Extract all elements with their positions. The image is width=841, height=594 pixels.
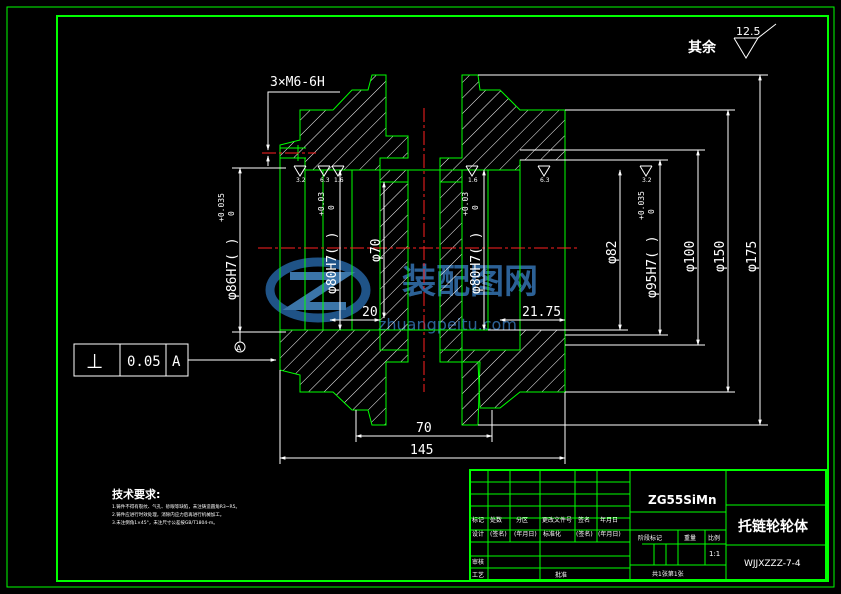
surface-roughness-value: 12.5 [736,25,761,38]
scale-value: 1:1 [709,550,720,558]
standardize-label: 标准化 [543,530,561,538]
tolerance-datum: A [172,354,181,370]
standardize-date: (年月日) [598,530,621,538]
outer-frame [6,6,835,588]
dimension-lines [188,74,768,464]
tech-req-line-3: 3.未注倒角1×45°，未注尺寸公差按GB/T1804-m。 [112,519,218,526]
approve-label: 批准 [555,571,567,579]
dim-d100: φ100 [683,241,698,272]
tolerance-value: 0.05 [127,354,161,370]
stage-mark-label: 阶段标记 [638,534,662,542]
watermark-text: 装配图网 [402,262,538,302]
col-mark: 标记 [472,516,484,524]
sheet-info: 共1张第1张 [652,570,684,578]
inner-frame [56,15,829,582]
design-label: 设计 [472,530,484,538]
datum-a-marker: A [234,341,246,353]
dim-d80-left-tol-lower: 0 [327,205,336,210]
design-sign: (签名) [490,530,507,538]
scale-label: 比例 [708,534,720,542]
dim-d95-tol-lower: 0 [647,209,656,214]
dim-d86-tol-lower: 0 [227,211,236,216]
dim-len-145: 145 [410,443,433,458]
dim-len-70: 70 [416,421,432,436]
review-label: 审核 [472,558,484,566]
dim-d82: φ82 [605,241,620,264]
roughness-2: 6.3 [320,177,330,184]
tech-req-line-1: 1.铸件不得有裂纹、气孔、砂眼等缺陷，未注铸造圆角R3~R5。 [112,503,240,510]
col-sign: 签名 [578,516,590,524]
drawing-number: WJJXZZZ-7-4 [744,559,801,569]
title-block-texts: ZG55SiMn 托链轮轮体 WJJXZZZ-7-4 标记 处数 分区 更改文件… [472,493,809,579]
roughness-marks [293,165,653,177]
title-block [469,469,827,581]
weight-label: 重量 [684,534,696,542]
surface-note-label: 其余 [688,39,717,56]
col-date: 年月日 [600,516,618,524]
roughness-5: 6.3 [540,177,550,184]
dim-len-20: 20 [362,305,378,320]
watermark-logo [265,257,371,323]
dim-d150: φ150 [713,241,728,272]
design-date: (年月日) [514,530,537,538]
standardize-sign: (签名) [576,530,593,538]
roughness-3: 1.6 [334,177,344,184]
section-hatch [279,74,566,426]
process-label: 工艺 [472,571,484,579]
roughness-1: 3.2 [296,177,306,184]
dim-d86: φ86H7( ) [225,237,240,300]
surface-finish-note: 其余 12.5 [688,23,777,59]
dim-d80-right-tol-lower: 0 [471,205,480,210]
dim-d175: φ175 [745,241,760,272]
tech-req-title: 技术要求: [112,487,160,501]
dim-d80-left-tol-upper: +0.03 [317,192,326,216]
thread-callout: 3×M6-6H [270,75,325,90]
dim-len-21-75: 21.75 [522,305,561,320]
roughness-6: 3.2 [642,177,652,184]
tech-req-line-2: 2.铸件应进行时效处理，消除内应力后再进行机械加工。 [112,511,224,518]
center-lines [258,108,580,392]
dim-d95-tol-upper: +0.035 [637,191,646,220]
col-change-doc: 更改文件号 [542,516,572,524]
col-count: 处数 [490,516,502,524]
col-zone: 分区 [516,516,528,524]
watermark-logo-z [282,272,356,310]
dimension-texts: 3×M6-6H φ86H7( ) +0.035 0 φ80H7( ) +0.03… [217,75,760,458]
perpendicularity-symbol: ⊥ [86,349,103,373]
dim-d70: φ70 [369,239,384,262]
dim-d80-right-tol-upper: +0.03 [461,192,470,216]
dim-d80-left: φ80H7( ) [325,231,340,294]
material-label: ZG55SiMn [648,493,717,507]
datum-a-label: A [236,344,242,353]
technical-requirements: 技术要求: 1.铸件不得有裂纹、气孔、砂眼等缺陷，未注铸造圆角R3~R5。 2.… [112,487,240,526]
roughness-4: 1.6 [468,177,478,184]
watermark: 装配图网 zhuangpeitu.com [265,257,538,334]
dim-d95: φ95H7( ) [645,235,660,298]
part-name: 托链轮轮体 [738,518,809,535]
part-section [258,74,580,426]
geometric-tolerance-frame: ⊥ 0.05 A [73,343,189,377]
roughness-labels: 3.2 6.3 1.6 1.6 6.3 3.2 [296,177,652,184]
dim-d80-right: φ80H7( ) [469,231,484,294]
dim-d86-tol-upper: +0.035 [217,193,226,222]
